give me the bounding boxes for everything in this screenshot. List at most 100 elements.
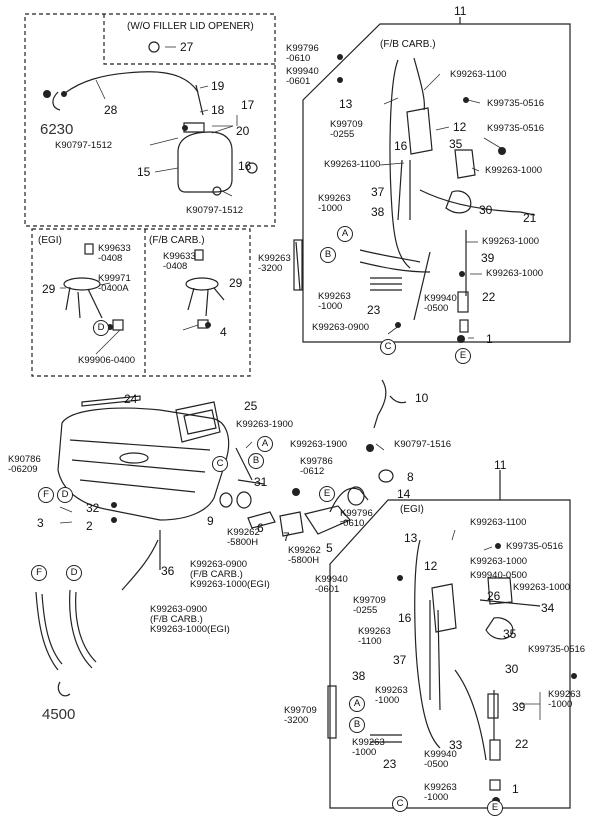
code-k99709-0255-top: K99709 -0255 bbox=[330, 119, 363, 140]
part-22-top: 22 bbox=[482, 290, 496, 304]
code-k99263-0900-fb-egi-b: K99263-0900 (F/B CARB.) K99263-1000(EGI) bbox=[150, 604, 230, 635]
part-12-bottom: 12 bbox=[424, 559, 438, 573]
marker-a-mid: A bbox=[257, 436, 273, 452]
code-k99940-0500-bottom: K99940-0500 bbox=[470, 570, 528, 581]
code-k99940-0601-top: K99940 -0601 bbox=[286, 66, 319, 87]
filler-pipe-5 bbox=[329, 487, 369, 513]
lid-cable bbox=[64, 71, 199, 94]
code-k99735-0516-top-b: K99735-0516 bbox=[487, 123, 545, 134]
part-35-bottom: 35 bbox=[503, 627, 517, 641]
header-fb-carb-top: (F/B CARB.) bbox=[380, 39, 436, 50]
part-23-top: 23 bbox=[367, 303, 381, 317]
egi-canister bbox=[431, 583, 457, 633]
header-egi-left: (EGI) bbox=[38, 235, 62, 246]
top-right-panel bbox=[302, 23, 571, 343]
code-k90786-06209: K90786 -06209 bbox=[8, 454, 41, 475]
code-k99709-3200: K99709 -3200 bbox=[284, 705, 317, 726]
marker-b-top: B bbox=[320, 247, 336, 263]
part-34: 34 bbox=[541, 601, 555, 615]
part-12-top: 12 bbox=[453, 120, 467, 134]
marker-d-hose: D bbox=[66, 565, 82, 581]
marker-b-mid: B bbox=[248, 453, 264, 469]
part-15: 15 bbox=[137, 165, 151, 179]
hose-f bbox=[35, 591, 59, 671]
marker-f-tank: F bbox=[38, 487, 54, 503]
code-k99263-1000-top-c: K99263-1000 bbox=[486, 268, 544, 279]
part-23-bottom: 23 bbox=[383, 757, 397, 771]
part-29-egi: 29 bbox=[42, 282, 56, 296]
part-17: 17 bbox=[241, 98, 255, 112]
part-39-bottom: 39 bbox=[512, 700, 526, 714]
part-20: 20 bbox=[236, 124, 250, 138]
part-9: 9 bbox=[207, 514, 214, 528]
part-2: 2 bbox=[86, 519, 93, 533]
code-k99263-1100-top-b: K99263-1100 bbox=[324, 159, 381, 170]
part-33: 33 bbox=[449, 738, 463, 752]
part-7: 7 bbox=[283, 530, 290, 544]
part-35-top: 35 bbox=[449, 137, 463, 151]
code-k99263-1000-bottom-a: K99263-1000 bbox=[470, 556, 528, 567]
marker-b-bottom: B bbox=[349, 717, 365, 733]
marker-a-top: A bbox=[337, 226, 353, 242]
code-k99906-0400: K99906-0400 bbox=[78, 355, 136, 366]
marker-c-top: C bbox=[380, 339, 396, 355]
group-number-top: 11 bbox=[454, 4, 467, 18]
part-27: 27 bbox=[180, 40, 194, 54]
code-k99633-0408-fb: K99633 -0408 bbox=[163, 251, 196, 272]
part-37-top: 37 bbox=[371, 185, 385, 199]
code-k99263-1100-top: K99263-1100 bbox=[450, 69, 507, 80]
part-5: 5 bbox=[326, 541, 333, 555]
code-k99263-1000-top-b: K99263-1000 bbox=[482, 236, 540, 247]
marker-d-left: D bbox=[93, 320, 109, 336]
code-k99735-0516-top-a: K99735-0516 bbox=[487, 98, 545, 109]
code-k99633-0408-egi: K99633 -0408 bbox=[98, 243, 131, 264]
marker-f-hose: F bbox=[31, 565, 47, 581]
part-8: 8 bbox=[407, 470, 414, 484]
marker-e-mid: E bbox=[319, 486, 335, 502]
marker-c-mid: C bbox=[212, 456, 228, 472]
part-1-top: 1 bbox=[486, 332, 493, 346]
fb-canister bbox=[406, 107, 433, 155]
code-k99263-0900-top: K99263-0900 bbox=[312, 322, 370, 333]
code-k99263-1000-stack-bottom-a: K99263 -1000 bbox=[375, 685, 408, 706]
tank-strap-24 bbox=[81, 395, 141, 407]
header-egi-bottom: (EGI) bbox=[400, 504, 424, 515]
code-k99263-1000-stack-bottom-d: K99263 -1000 bbox=[424, 782, 457, 803]
group-number-bottom: 11 bbox=[494, 458, 507, 472]
code-k99940-0601-mid: K99940 -0601 bbox=[315, 574, 348, 595]
code-k99796-0610-top: K99796 -0610 bbox=[286, 43, 319, 64]
part-28: 28 bbox=[104, 103, 118, 117]
part-36: 36 bbox=[161, 564, 175, 578]
code-k99263-1100-stack-bottom: K99263 -1100 bbox=[358, 626, 391, 647]
part-19: 19 bbox=[211, 79, 225, 93]
part-16-door: 16 bbox=[238, 159, 252, 173]
marker-d-tank: D bbox=[57, 487, 73, 503]
part-38-top: 38 bbox=[371, 205, 385, 219]
code-k99263-3200: K99263 -3200 bbox=[258, 253, 291, 274]
bottom-right-panel bbox=[329, 499, 571, 809]
code-k99262-5800h-b: K99262 -5800H bbox=[288, 545, 321, 566]
part-25: 25 bbox=[244, 399, 258, 413]
code-k90797-1512-b: K90797-1512 bbox=[186, 205, 244, 216]
part-31: 31 bbox=[254, 475, 268, 489]
code-k99735-0516-bottom-b: K99735-0516 bbox=[528, 644, 586, 655]
part-37-bottom: 37 bbox=[393, 653, 407, 667]
part-16-bottom: 16 bbox=[398, 611, 412, 625]
fuel-lid-box-outline bbox=[24, 13, 276, 227]
part-21: 21 bbox=[523, 211, 537, 225]
code-k99263-1900-a: K99263-1900 bbox=[236, 419, 294, 430]
header-wo-filler-lid-opener: (W/O FILLER LID OPENER) bbox=[127, 21, 254, 32]
code-k99709-0255-bottom: K99709 -0255 bbox=[353, 595, 386, 616]
fuel-tank bbox=[57, 407, 230, 521]
code-k99786-0612: K99786 -0612 bbox=[300, 456, 333, 477]
marker-c-bottom: C bbox=[392, 796, 408, 812]
part-6: 6 bbox=[257, 521, 264, 535]
marker-e-bottom: E bbox=[487, 800, 503, 816]
part-26: 26 bbox=[487, 589, 501, 603]
part-32: 32 bbox=[86, 501, 100, 515]
part-10: 10 bbox=[415, 391, 429, 405]
code-k99796-0610-mid: K99796 -0610 bbox=[340, 508, 373, 529]
code-k99263-1100-bottom: K99263-1100 bbox=[470, 517, 527, 528]
